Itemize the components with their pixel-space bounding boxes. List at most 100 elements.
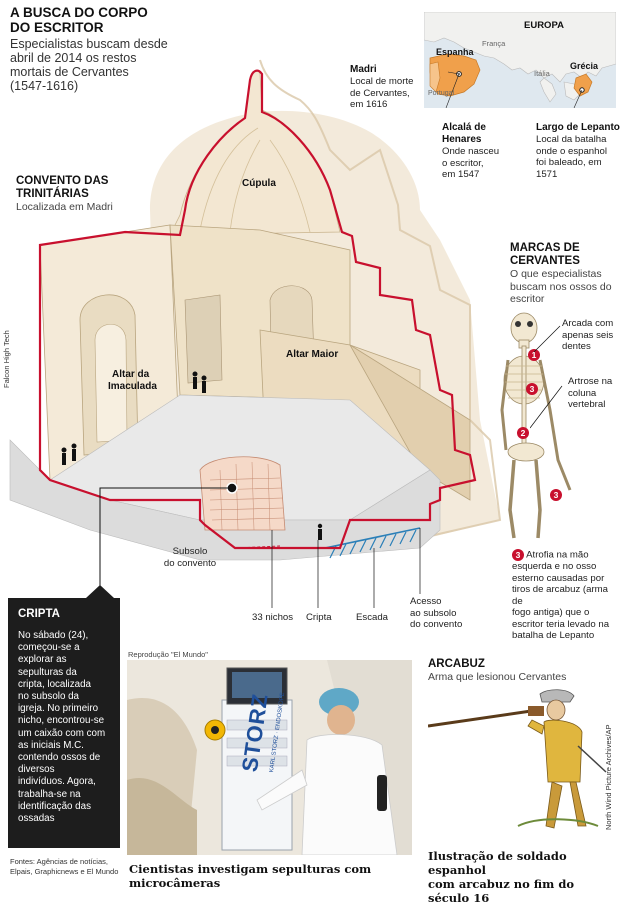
label-altar-imaculada-2: Imaculada — [108, 381, 157, 392]
label-subsolo: Subsolo do convento — [160, 546, 220, 569]
arcabuz-subtitle: Arma que lesionou Cervantes — [428, 671, 567, 683]
cripta-line-10: as iniciais M.C. — [18, 739, 84, 751]
page-subtitle-1: Especialistas buscam desde — [10, 37, 168, 51]
map-label-franca: França — [482, 39, 506, 48]
cripta-line-16: ossadas — [18, 813, 55, 825]
marcas-subtitle-2: buscam nos ossos do — [510, 280, 612, 293]
lepanto-title: Largo de Lepanto — [536, 122, 620, 133]
cripta-line-11: contendo ossos de — [18, 752, 101, 764]
label-altar-imaculada-1: Altar da — [112, 369, 150, 380]
map-label-europa: EUROPA — [524, 20, 564, 31]
arquebusier-illustration — [428, 689, 607, 829]
marker-2: 2 — [517, 424, 529, 442]
label-acesso-3: do convento — [410, 619, 463, 630]
mark2-line3: vertebral — [568, 399, 606, 410]
mark3-line4: tiros de arcabuz (arma de — [512, 584, 608, 607]
marcas-header: MARCAS DE CERVANTES O que especialistas … — [510, 242, 620, 306]
convento-title-1: CONVENTO DAS — [16, 175, 109, 187]
mark2-line1: Artrose na — [568, 376, 613, 387]
label-acesso-1: Acesso — [410, 596, 442, 607]
map-label-italia: Itália — [534, 69, 550, 78]
mark1-line1: Arcada com — [562, 318, 614, 329]
lepanto-desc-2: onde o espanhol — [536, 145, 607, 157]
convento-title-2: TRINITÁRIAS — [16, 188, 89, 200]
mark1-line2: apenas seis — [562, 329, 614, 341]
staircase — [329, 529, 417, 559]
cripta-line-5: cripta, localizada — [18, 678, 91, 690]
madri-desc-1: Local de morte — [350, 76, 414, 87]
convento-header: CONVENTO DAS TRINITÁRIAS Localizada em M… — [16, 175, 113, 214]
label-cripta: Cripta — [306, 612, 332, 623]
map-label-grecia: Grécia — [570, 61, 599, 71]
cripta-box: CRIPTA No sábado (24), começou-se a expl… — [8, 598, 120, 848]
mark3-line3: esterno causadas por — [512, 572, 605, 584]
marker-2-badge: 2 — [517, 426, 529, 439]
page-subtitle-3: mortais de Cervantes — [10, 65, 129, 79]
credit-north-wind: North Wind Picture Archives/AP — [604, 724, 613, 830]
madri-annotation: Madri Local de morte de Cervantes, em 16… — [350, 64, 430, 111]
alcala-title-2: Henares — [442, 134, 482, 145]
photo-caption: Cientistas investigam sepulturas com mic… — [129, 862, 372, 890]
mark3-line1-text: Atrofia na mão — [526, 549, 589, 561]
arcabuz-caption: Ilustração de soldado espanhol com arcab… — [428, 849, 618, 905]
marcas-subtitle-3: escritor — [510, 293, 545, 305]
alcala-desc-2: o escritor, — [442, 157, 484, 169]
mark3-line5: fogo antiga) que o — [512, 607, 590, 619]
label-altar-maior: Altar Maior — [286, 349, 339, 360]
marcas-title-2: CERVANTES — [510, 255, 580, 267]
marker-1: 1 — [528, 346, 540, 364]
marker-3a: 3 — [526, 380, 538, 398]
alcala-annotation: Alcalá de Henares Onde nasceu o escritor… — [442, 122, 522, 181]
europe-map: EUROPA Espanha França Portugal Itália Gr… — [424, 12, 616, 108]
sources: Fontes: Agências de notícias, Elpais, Gr… — [10, 857, 118, 876]
sources-line2: Elpais, Graphicnews e El Mundo — [10, 866, 119, 876]
photo-crypt: STORZ KARL STORZ · ENDOSKOPE — [127, 660, 412, 855]
madri-desc-2: de Cervantes, — [350, 87, 410, 99]
alcala-desc-1: Onde nasceu — [442, 146, 500, 157]
cripta-line-12: diversos — [18, 764, 55, 776]
lepanto-annotation: Largo de Lepanto Local da batalha onde o… — [536, 122, 620, 180]
page-title-line2: DO ESCRITOR — [10, 20, 104, 35]
cripta-line-15: identificação das — [18, 800, 91, 812]
arcabuz-caption-1: Ilustração de soldado espanhol — [428, 849, 567, 877]
madri-desc-3: em 1616 — [350, 99, 388, 110]
arcabuz-title: ARCABUZ — [428, 658, 485, 670]
marker-3b: 3 — [550, 486, 562, 504]
label-acesso-2: ao subsolo — [410, 607, 457, 619]
mark1-line3: dentes — [562, 341, 591, 352]
mark2-line2: coluna — [568, 387, 597, 399]
cripta-line-2: começou-se a — [18, 642, 80, 654]
mark3-badge: 3 — [512, 549, 524, 561]
alcala-title-1: Alcalá de — [442, 122, 486, 133]
mark3-line2: esquerda e no osso — [512, 561, 597, 573]
cripta-line-9: um caixão com com — [18, 727, 106, 739]
mark3-line1: 3 Atrofia na mão — [512, 549, 618, 561]
label-cupula: Cúpula — [242, 178, 276, 189]
page-subtitle-2: abril de 2014 os restos — [10, 51, 137, 65]
people-silhouettes — [61, 371, 323, 540]
cutaway-outline — [38, 69, 477, 550]
cripta-line-1: No sábado (24), — [18, 630, 89, 641]
lepanto-desc-4: 1571 — [536, 168, 558, 180]
mark3-text: 3 Atrofia na mão esquerda e no osso este… — [512, 549, 618, 642]
lepanto-desc-1: Local da batalha — [536, 134, 607, 145]
marcas-subtitle-1: O que especialistas — [510, 268, 602, 280]
label-escada: Escada — [356, 612, 388, 623]
ground-block — [9, 439, 441, 561]
cripta-line-7: igreja. No primeiro — [18, 703, 99, 715]
arcabuz-header: ARCABUZ Arma que lesionou Cervantes — [428, 658, 566, 684]
map-label-portugal: Portugal — [428, 90, 455, 97]
madri-title: Madri — [350, 64, 377, 75]
mark2-text: Artrose na coluna vertebral — [568, 376, 612, 411]
mark3-line6: escritor teria levado na — [512, 618, 610, 630]
page-subtitle-4: (1547-1616) — [10, 79, 79, 93]
header: A BUSCA DO CORPO DO ESCRITOR Especialist… — [10, 5, 210, 93]
label-nichos: 33 nichos — [252, 612, 294, 623]
photo-credit: Reprodução "El Mundo" — [128, 650, 208, 659]
cripta-text: No sábado (24), começou-se a explorar as… — [18, 630, 120, 825]
arcabuz-caption-2: com arcabuz no fim do século 16 — [428, 877, 575, 905]
mark1-text: Arcada com apenas seis dentes — [562, 318, 613, 353]
cripta-line-13: indivíduos. Agora, — [18, 776, 96, 788]
convent-cutaway-illustration — [9, 59, 502, 608]
convento-subtitle: Localizada em Madri — [16, 201, 113, 213]
